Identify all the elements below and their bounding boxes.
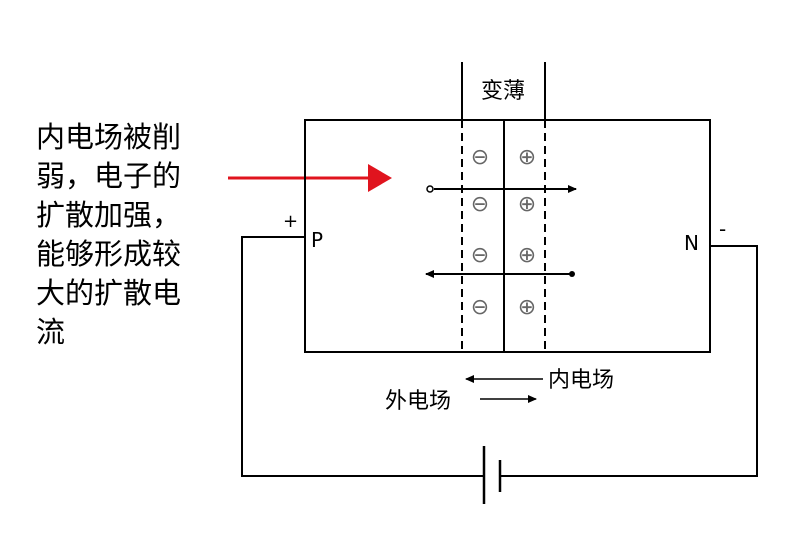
- annotation-line-6: 流: [36, 315, 66, 349]
- semiconductor-block: [304, 119, 711, 353]
- inner-field-label: 内电场: [548, 368, 614, 393]
- positive-ion: ⊕: [518, 243, 536, 268]
- electron-start-dot: [426, 185, 434, 193]
- negative-ion: ⊖: [471, 243, 489, 268]
- annotation-line-5: 大的扩散电: [36, 276, 182, 310]
- annotation-line-3: 扩散加强，: [36, 198, 182, 232]
- outer-field-label: 外电场: [385, 389, 451, 414]
- p-label: P: [311, 228, 323, 252]
- negative-ion: ⊖: [471, 192, 489, 217]
- right-wire: [500, 245, 758, 477]
- negative-ion: ⊖: [471, 295, 489, 320]
- hole-start-dot: [569, 271, 575, 277]
- positive-ion: ⊕: [518, 192, 536, 217]
- plus-sign: +: [283, 211, 298, 232]
- thinning-label: 变薄: [481, 79, 525, 104]
- positive-ion: ⊕: [518, 295, 536, 320]
- n-label: N: [684, 231, 699, 255]
- left-wire: [241, 236, 484, 477]
- annotation-line-4: 能够形成较: [36, 237, 182, 271]
- annotation-text: 内电场被削 弱，电子的 扩散加强， 能够形成较 大的扩散电 流: [36, 118, 236, 352]
- positive-ion: ⊕: [518, 145, 536, 170]
- annotation-line-2: 弱，电子的: [36, 159, 182, 193]
- red-arrow-head: [368, 164, 392, 192]
- negative-ion: ⊖: [471, 145, 489, 170]
- minus-sign: -: [719, 217, 726, 241]
- annotation-line-1: 内电场被削: [36, 120, 182, 154]
